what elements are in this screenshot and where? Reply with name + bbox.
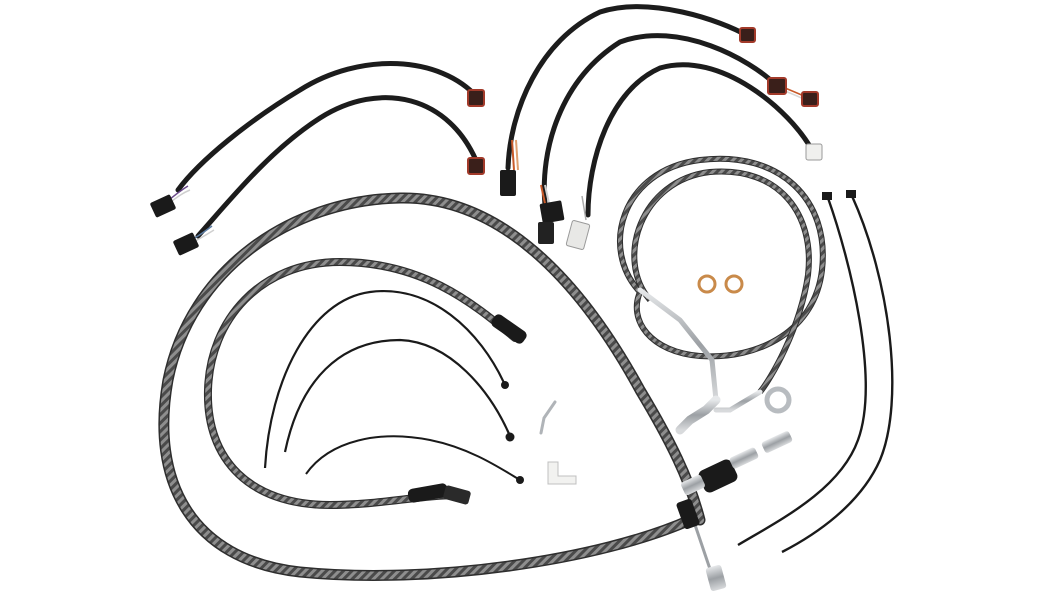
- small-hardware: [539, 274, 744, 485]
- harness-wire-upper: [175, 60, 481, 193]
- connector-white-2: [805, 143, 823, 161]
- thin-wires: [263, 289, 524, 484]
- clutch-cable-end: [705, 565, 727, 591]
- braided-brake-line: [617, 155, 826, 435]
- wire-clip: [539, 400, 557, 435]
- banjo-fitting: [764, 386, 792, 414]
- connector-black-3: [500, 170, 516, 196]
- throttle-cable-end-1: [491, 314, 527, 344]
- braided-clutch-cable: [158, 192, 793, 591]
- copper-washer-2: [724, 274, 744, 294]
- clutch-cable-adjuster: [698, 459, 738, 493]
- connector-red-1: [467, 89, 485, 107]
- plastic-clip: [547, 461, 577, 485]
- connector-red-3: [739, 27, 756, 43]
- zip-ties: [737, 190, 894, 554]
- throttle-cable-end-2: [407, 483, 449, 503]
- zip-tie-1: [737, 197, 867, 547]
- connector-red-4: [767, 77, 787, 95]
- copper-washer-1: [697, 274, 717, 294]
- connector-red-2: [467, 157, 485, 175]
- wiring-harness-top-left: [150, 60, 485, 256]
- wiring-harness-top-right: [500, 4, 823, 250]
- connector-black-2: [173, 232, 199, 256]
- zip-tie-2: [781, 195, 894, 554]
- connector-black-1: [150, 194, 176, 218]
- connector-white-1: [565, 220, 591, 250]
- connector-red-5: [801, 91, 819, 107]
- connector-black-4: [539, 200, 565, 224]
- harness-wire-lower: [195, 95, 481, 239]
- braided-throttle-cable: [203, 257, 527, 510]
- connector-black-5: [538, 222, 554, 244]
